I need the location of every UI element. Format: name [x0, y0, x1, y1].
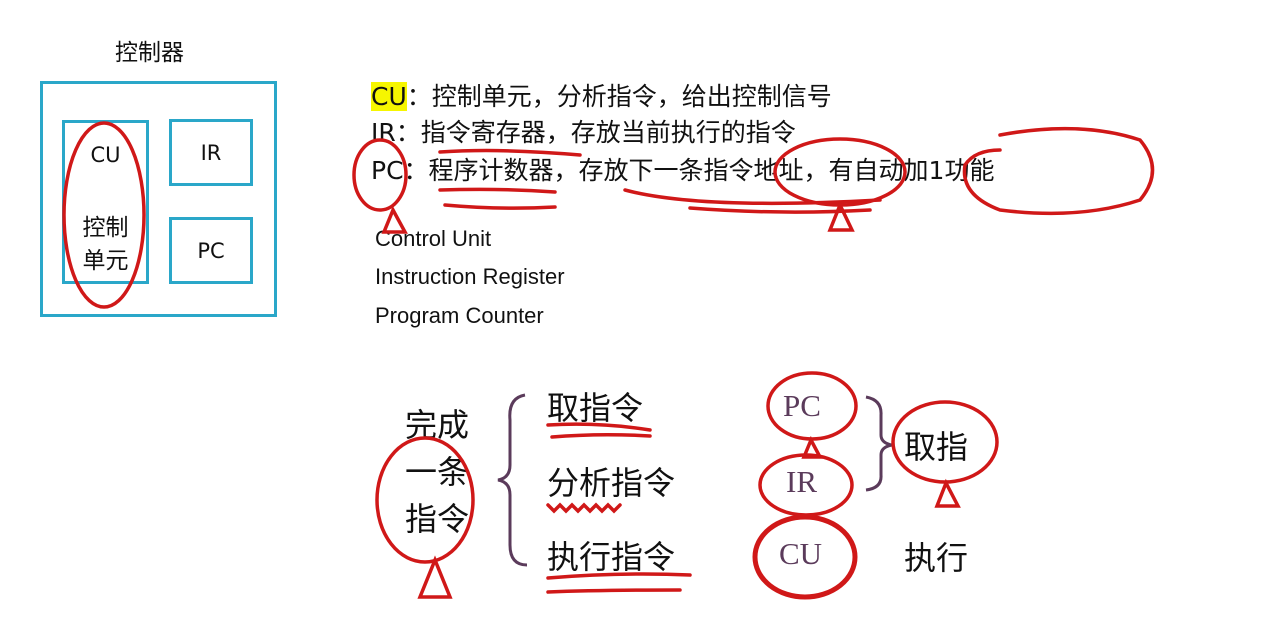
controller-box — [40, 81, 277, 317]
complete-line-3: 指令 — [405, 500, 470, 538]
address-marker — [827, 200, 855, 232]
definition-pc: PC：程序计数器，存放下一条指令地址，有自动加1功能 — [371, 156, 994, 186]
definition-cu: CU：控制单元，分析指令，给出控制信号 — [371, 82, 832, 112]
english-pc: Program Counter — [375, 303, 544, 328]
controller-title: 控制器 — [115, 40, 184, 66]
definition-text: ：指令寄存器，存放当前执行的指令 — [395, 118, 796, 147]
complete-line-1: 完成 — [405, 406, 470, 444]
abbr-pc: PC — [371, 156, 404, 185]
cu-sub2: 单元 — [82, 248, 129, 274]
pc-label: PC — [197, 238, 225, 263]
complete-line-2: 一条 — [405, 453, 470, 491]
abbr-ir: IR — [371, 118, 396, 147]
complete-marker — [417, 555, 453, 599]
step-execute: 执行指令 — [547, 538, 676, 576]
address-underline — [623, 188, 882, 214]
reg-pc: PC — [783, 388, 821, 423]
abbr-cu: CU — [371, 82, 407, 111]
left-brace — [497, 393, 528, 567]
step-fetch: 取指令 — [547, 389, 644, 427]
ir-box: IR — [169, 119, 253, 186]
pc-underline — [438, 187, 557, 210]
fetch-marker — [934, 478, 961, 508]
definition-text: ：程序计数器，存放下一条指令地址，有自动加1功能 — [403, 156, 995, 185]
execute-label: 执行 — [904, 539, 969, 577]
fetch-label: 取指 — [904, 428, 969, 466]
decode-squiggle — [546, 502, 622, 514]
pc-flow-marker — [801, 435, 823, 459]
reg-ir: IR — [786, 464, 817, 499]
reg-cu: CU — [779, 536, 823, 571]
english-ir: Instruction Register — [375, 264, 565, 289]
pc-box: PC — [169, 217, 253, 284]
definition-ir: IR：指令寄存器，存放当前执行的指令 — [371, 118, 796, 148]
cu-box: CU 控制 单元 — [62, 120, 149, 284]
cu-label: CU — [90, 143, 121, 167]
step-decode: 分析指令 — [547, 464, 676, 502]
definition-text: ：控制单元，分析指令，给出控制信号 — [406, 82, 832, 111]
right-brace — [865, 395, 893, 492]
ir-label: IR — [200, 140, 222, 165]
ir-underline — [438, 148, 582, 157]
cu-sub1: 控制 — [82, 215, 129, 241]
english-cu: Control Unit — [375, 226, 492, 251]
